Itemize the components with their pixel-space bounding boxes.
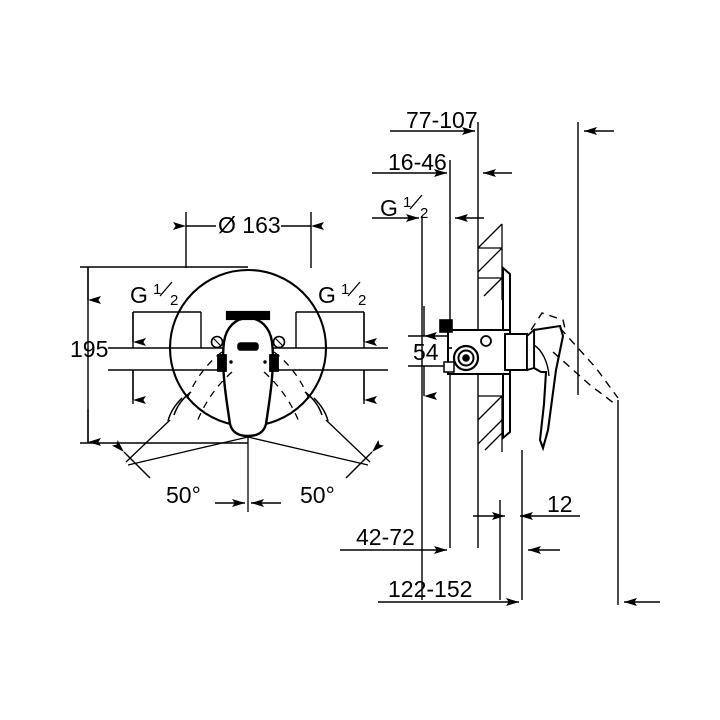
dim-line-54 xyxy=(408,306,450,400)
label-thread-right-letter: G xyxy=(318,282,336,308)
diameter-dimension xyxy=(173,212,324,268)
lever-swing-arcs xyxy=(185,351,311,423)
label-thread-left-denominator: 2 xyxy=(170,292,178,309)
lever-swing-end-arcs xyxy=(167,391,329,422)
label-thread-side-letter: G xyxy=(380,195,398,221)
label-dim-16-46: 16-46 xyxy=(388,149,447,175)
angle-construction-lines xyxy=(125,419,371,512)
label-thread-side-denominator: 2 xyxy=(420,205,428,222)
front-view-group xyxy=(80,212,388,512)
lever-handle-front xyxy=(217,310,279,438)
label-angle-left: 50° xyxy=(166,482,201,508)
label-height-195: 195 xyxy=(70,336,108,362)
thread-dimension-left xyxy=(132,311,202,404)
fraction-slash-left xyxy=(159,281,173,297)
connector-detail xyxy=(439,319,492,373)
side-view-group xyxy=(340,122,660,606)
cartridge-housing xyxy=(504,333,528,371)
fraction-slash-side xyxy=(409,194,423,210)
label-thread-right-denominator: 2 xyxy=(358,292,366,309)
label-dim-42-72: 42-72 xyxy=(356,524,415,550)
label-thread-right-numerator: 1 xyxy=(341,281,349,298)
label-diameter-163: Ø 163 xyxy=(218,212,281,238)
label-dim-12: 12 xyxy=(547,491,573,517)
lever-handle-side xyxy=(526,324,565,452)
thread-dimension-right xyxy=(295,311,377,404)
label-thread-left: G 1 2 xyxy=(130,281,178,309)
label-dim-122-152: 122-152 xyxy=(388,576,472,602)
label-dim-54: 54 xyxy=(413,339,439,365)
angle-arrows xyxy=(111,439,385,507)
label-angle-right: 50° xyxy=(300,482,335,508)
label-thread-side-numerator: 1 xyxy=(403,194,411,211)
label-thread-right: G 1 2 xyxy=(318,281,366,309)
lever-swing-dashed-side xyxy=(530,312,619,405)
label-dim-77-107: 77-107 xyxy=(406,107,478,133)
label-thread-side: G 1 2 xyxy=(380,194,428,222)
label-thread-left-numerator: 1 xyxy=(153,281,161,298)
fraction-slash-right xyxy=(347,281,361,297)
label-thread-left-letter: G xyxy=(130,282,148,308)
fixing-screw-marks xyxy=(210,335,286,349)
